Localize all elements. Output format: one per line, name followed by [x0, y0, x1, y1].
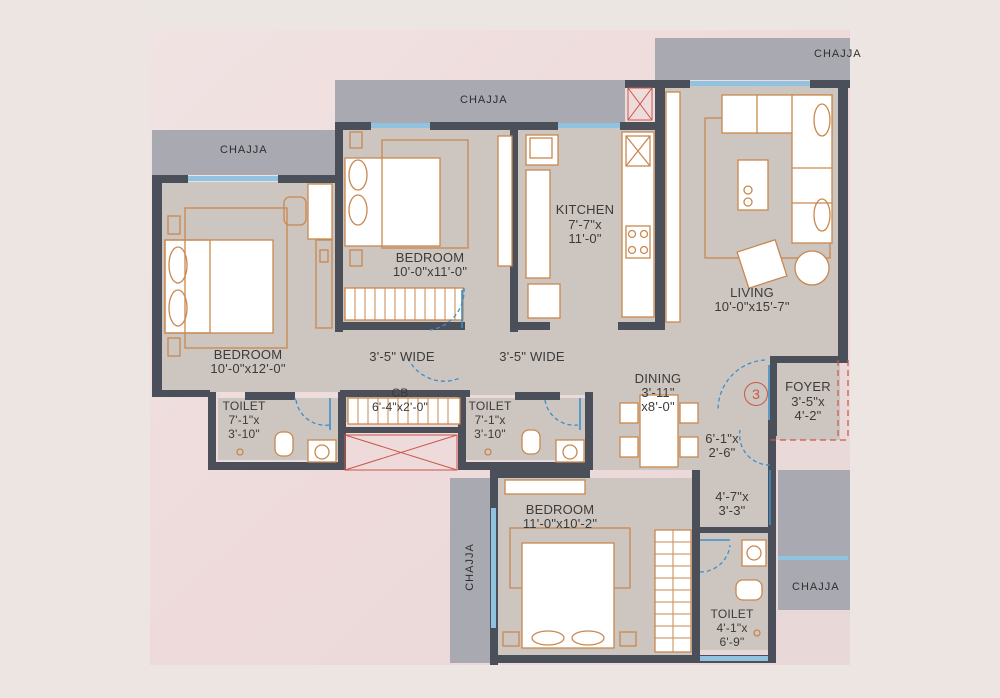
door-swings — [295, 287, 771, 573]
door-leaves — [294, 290, 771, 541]
entry-marker: 3 — [744, 382, 768, 406]
toilet-2-name: TOILET — [468, 399, 512, 413]
bedroom-1-size: 10'-0"x12'-0" — [210, 361, 286, 376]
cb-name: CB — [391, 386, 409, 400]
toilet-2-size-1: 7'-1"x — [474, 413, 506, 427]
cb-size: 6'-4"x2'-0" — [372, 400, 428, 414]
chajja-top-label: CHAJJA — [460, 94, 508, 106]
lobby-dimension-2: 2'-6" — [708, 445, 736, 460]
toilet-1-size-2: 3'-10" — [228, 427, 260, 441]
kitchen-name: KITCHEN — [555, 202, 615, 217]
bedroom-2-size: 10'-0"x11'-0" — [392, 264, 468, 279]
chajja-areas — [152, 38, 850, 663]
foyer-size-2: 4'-2" — [794, 408, 822, 423]
toilet-3-size-2: 6'-9" — [719, 635, 745, 649]
chajja-left-label: CHAJJA — [220, 144, 268, 156]
cb-duct — [344, 87, 653, 471]
entry-lines — [770, 360, 849, 441]
top-strip — [150, 0, 850, 30]
toilet-3-size-1: 4'-1"x — [716, 621, 748, 635]
windows — [188, 81, 848, 661]
passage-left-dimension: 3'-5" WIDE — [369, 349, 435, 364]
bedroom-3-name: BEDROOM — [525, 502, 595, 517]
living-size: 10'-0"x15'-7" — [714, 299, 790, 314]
passage-3-dimension-2: 3'-3" — [718, 503, 746, 518]
chajja-bottom-left-label: CHAJJA — [464, 543, 476, 591]
passage-right-dimension: 3'-5" WIDE — [499, 349, 565, 364]
bedroom-3-size: 11'-0"x10'-2" — [522, 516, 598, 531]
passage-3-dimension-1: 4'-7"x — [715, 489, 749, 504]
dining-size-1: 3'-11" — [641, 385, 675, 400]
chajja-top-right-label: CHAJJA — [814, 48, 862, 60]
living-name: LIVING — [730, 285, 774, 300]
toilet-1-name: TOILET — [222, 399, 266, 413]
bedroom-2-name: BEDROOM — [395, 250, 465, 265]
chajja-bottom-right-label: CHAJJA — [792, 581, 840, 593]
toilet-3-name: TOILET — [710, 607, 754, 621]
furniture — [164, 91, 833, 653]
bedroom-1-name: BEDROOM — [213, 347, 283, 362]
foyer-size-1: 3'-5"x — [791, 394, 825, 409]
toilet-1-size-1: 7'-1"x — [228, 413, 260, 427]
dining-name: DINING — [634, 371, 682, 386]
foyer-name: FOYER — [785, 379, 831, 394]
kitchen-size-2: 11'-0" — [568, 231, 602, 246]
kitchen-size-1: 7'-7"x — [568, 217, 602, 232]
dining-size-2: x8'-0" — [641, 399, 675, 414]
lobby-dimension-1: 6'-1"x — [705, 431, 739, 446]
toilet-2-size-2: 3'-10" — [474, 427, 506, 441]
walls — [152, 80, 850, 665]
